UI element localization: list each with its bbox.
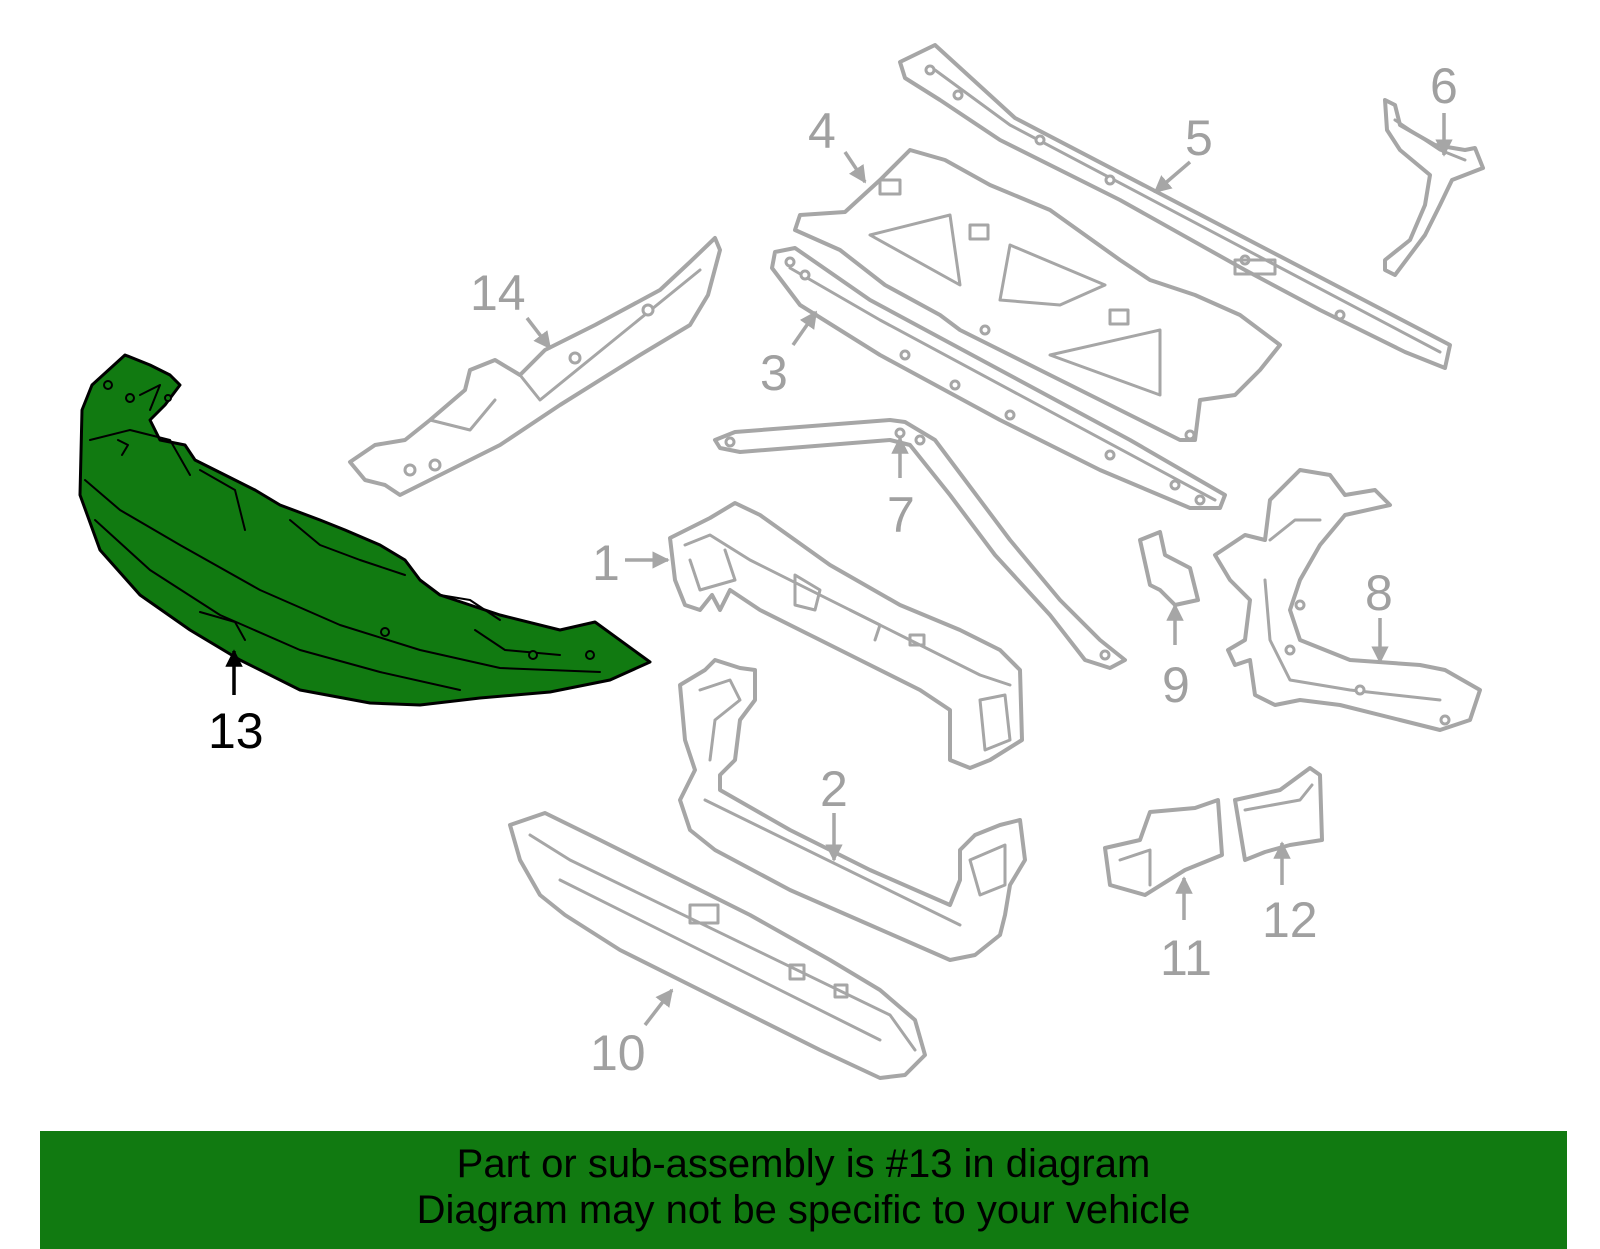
- callout-10: 10: [590, 1025, 646, 1081]
- part-8-headlamp-support: [1213, 468, 1482, 732]
- part-10-absorber: [508, 811, 927, 1080]
- part-14-side-panel: [348, 236, 722, 497]
- part-5-upper-tie-bar: [898, 43, 1452, 370]
- callout-3: 3: [760, 345, 788, 401]
- callout-9: 9: [1162, 657, 1190, 713]
- part-11-air-duct: [1103, 798, 1224, 897]
- part-6-bracket: [1383, 98, 1485, 277]
- callout-14: 14: [470, 265, 526, 321]
- part-2-lower-support: [678, 658, 1027, 962]
- part-13-deflector-highlighted: [78, 353, 652, 707]
- part-1-radiator-support: [668, 501, 1024, 770]
- callout-4: 4: [808, 103, 836, 159]
- part-9-small-bracket: [1138, 530, 1200, 607]
- banner-line-part-number: Part or sub-assembly is #13 in diagram: [456, 1142, 1151, 1186]
- callout-7: 7: [887, 487, 915, 543]
- callout-13-highlighted: 13: [208, 703, 264, 759]
- callout-8: 8: [1365, 565, 1393, 621]
- banner-line-disclaimer: Diagram may not be specific to your vehi…: [416, 1188, 1191, 1232]
- callout-2: 2: [820, 761, 848, 817]
- callout-5: 5: [1185, 110, 1213, 166]
- part-4-upper-panel: [793, 148, 1282, 442]
- callout-6: 6: [1430, 58, 1458, 114]
- callout-1: 1: [592, 535, 620, 591]
- callout-12: 12: [1262, 892, 1318, 948]
- part-12-air-duct: [1233, 766, 1324, 862]
- parts-diagram: 1 2 3 4 5 6 7 8 9 10 11 12 13 14: [78, 43, 1485, 1081]
- callout-11: 11: [1160, 930, 1212, 986]
- info-banner: Part or sub-assembly is #13 in diagram D…: [40, 1131, 1567, 1249]
